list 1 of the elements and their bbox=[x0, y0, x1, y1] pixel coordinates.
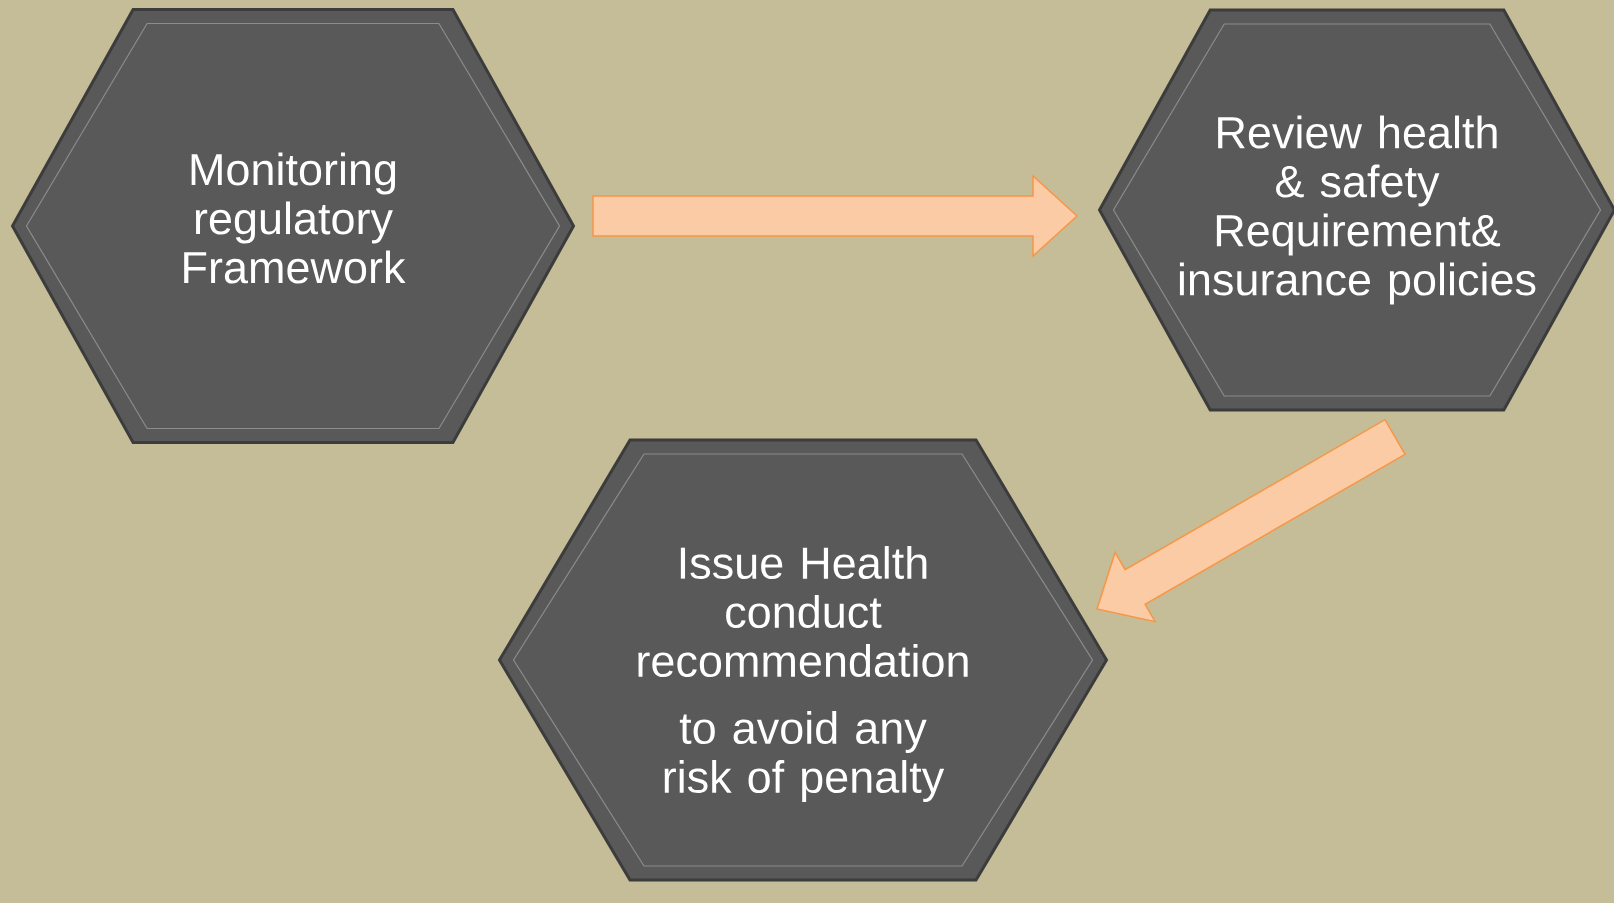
block-arrow bbox=[592, 174, 1079, 258]
